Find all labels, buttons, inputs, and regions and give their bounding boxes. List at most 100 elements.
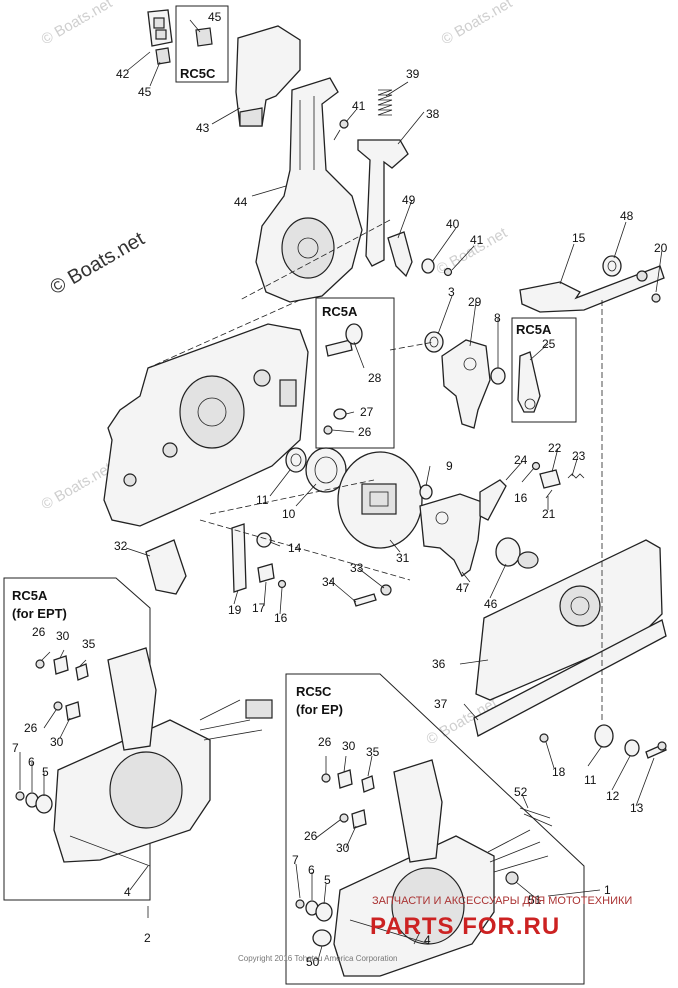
part-14-cap	[256, 532, 272, 548]
part-27-washer	[333, 408, 347, 420]
part-11-bushing-mid	[285, 447, 307, 473]
part-number: 41	[352, 99, 366, 113]
part-number: 6	[28, 755, 35, 769]
part-number: 48	[620, 209, 634, 223]
part-number: 26	[32, 625, 46, 639]
part-number: 51	[528, 893, 542, 907]
control-box-housing	[103, 323, 309, 527]
ep-part-7-nut	[295, 899, 305, 909]
part-number: 46	[484, 597, 498, 611]
box-label-rc5c-ep: RC5C	[296, 684, 332, 699]
part-number: 28	[368, 371, 382, 385]
part-17-plate	[257, 563, 275, 583]
part-number: 24	[514, 453, 528, 467]
part-number: 30	[336, 841, 350, 855]
part-number: 16	[274, 611, 288, 625]
part-number: 45	[138, 85, 152, 99]
part-48-bushing	[602, 255, 622, 277]
part-number: 26	[304, 829, 318, 843]
part-number: 42	[116, 67, 130, 81]
part-40-washer	[421, 258, 435, 274]
ep-part-30b-block	[351, 809, 367, 829]
part-number: 40	[446, 217, 460, 231]
rc5a-mid-box	[315, 297, 395, 449]
box-label-rc5c-top: RC5C	[180, 66, 216, 81]
part-number: 26	[358, 425, 372, 439]
part-28-pin	[325, 323, 363, 357]
part-number: 50	[306, 955, 320, 969]
shop-stamp-tagline: ЗАПЧАСТИ И АКСЕССУАРЫ ДЛЯ МОТОТЕХНИКИ	[372, 895, 632, 907]
part-number: 4	[424, 933, 431, 947]
part-number: 38	[426, 107, 440, 121]
ept-part-26b-nut	[53, 701, 63, 711]
part-8-washer	[490, 367, 506, 385]
part-24-link-bar	[479, 479, 507, 521]
part-12-washer	[624, 739, 640, 757]
part-number: 20	[654, 241, 668, 255]
part-26-nut	[323, 425, 333, 435]
part-10-washer	[305, 447, 347, 493]
part-number: 8	[494, 311, 501, 325]
ep-part-5-washer	[315, 902, 333, 922]
part-number: 52	[514, 785, 528, 799]
part-number: 39	[406, 67, 420, 81]
part-32-bracket	[145, 539, 187, 595]
part-number: 6	[308, 863, 315, 877]
part-number: 16	[514, 491, 528, 505]
ep-part-52-wires	[519, 807, 553, 827]
ep-part-30-block	[337, 769, 353, 789]
part-41-screw-lower	[443, 267, 453, 277]
part-16-screw-upper	[531, 461, 541, 471]
part-20-screw	[651, 293, 661, 303]
part-41-screw-upper	[333, 119, 349, 141]
part-number: 37	[434, 697, 448, 711]
align-line-3	[209, 479, 375, 515]
part-number: 13	[630, 801, 644, 815]
part-number: 23	[572, 449, 586, 463]
watermark-mid-left: © Boats.net	[39, 459, 116, 513]
align-line-4	[199, 519, 411, 581]
part-21-pin	[545, 489, 553, 499]
part-number: 33	[350, 561, 364, 575]
part-number: 25	[542, 337, 556, 351]
part-number: 45	[208, 10, 222, 24]
part-number: 30	[56, 629, 70, 643]
part-number: 12	[606, 789, 620, 803]
part-number: 26	[318, 735, 332, 749]
part-number: 47	[456, 581, 470, 595]
part-18-screw	[539, 733, 549, 743]
ept-part-35-clip	[75, 663, 89, 681]
part-number: 30	[50, 735, 64, 749]
watermark-top-left: © Boats.net	[39, 0, 116, 48]
box-label-rc5a-ept-sub: (for EPT)	[12, 606, 67, 621]
rc5c-ep-box	[285, 673, 585, 985]
ept-part-30b-block	[65, 701, 81, 721]
part-number: 11	[256, 493, 269, 507]
ep-part-26b-nut	[339, 813, 349, 823]
part-34-bolt	[353, 593, 377, 607]
part-number: 41	[470, 233, 484, 247]
part-number: 35	[82, 637, 96, 651]
part-number: 21	[542, 507, 556, 521]
part-number: 1	[604, 883, 611, 897]
part-number: 18	[552, 765, 566, 779]
part-number: 4	[124, 885, 131, 899]
part-number: 11	[584, 773, 597, 787]
part-22-small-plate	[539, 469, 561, 489]
part-15-throttle-lever	[519, 265, 665, 313]
part-31-gear-hub	[337, 451, 423, 549]
copyright-notice: Copyright 2016 Tohatsu America Corporati…	[238, 954, 398, 963]
rc5c-top-box	[175, 5, 229, 83]
part-39-spring	[377, 89, 393, 116]
part-number: 14	[288, 541, 302, 555]
part-number: 7	[12, 741, 19, 755]
part-16-screw-lower	[277, 579, 287, 589]
part-number: 32	[114, 539, 128, 553]
ept-part-7-nut	[15, 791, 25, 801]
part-number: 30	[342, 739, 356, 753]
part-number: 3	[448, 285, 455, 299]
box-label-rc5a-mid: RC5A	[322, 304, 358, 319]
align-line-1	[147, 299, 301, 369]
ept-part-4-bolt	[69, 835, 151, 867]
